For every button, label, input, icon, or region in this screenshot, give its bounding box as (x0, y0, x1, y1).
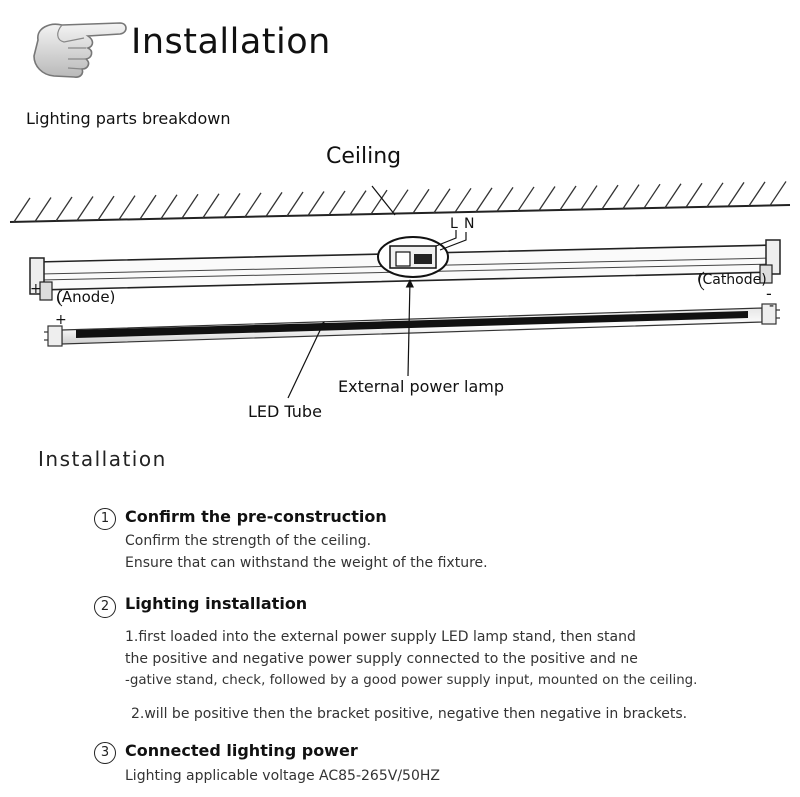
step-1-number: 1 (94, 508, 116, 530)
hatch-stroke (370, 189, 388, 215)
hatch-stroke (559, 185, 577, 211)
external-power-box (377, 236, 449, 278)
hatch-stroke (433, 188, 451, 214)
hatch-stroke (328, 190, 346, 216)
led-tube (44, 303, 780, 347)
hatch-stroke (664, 183, 682, 209)
anode-label: (Anode) (56, 288, 116, 306)
step-3-line-1: Lighting applicable voltage AC85-265V/50… (125, 768, 440, 784)
minus-tube-label: - (769, 298, 775, 314)
led-tube-label: LED Tube (248, 402, 322, 421)
l-wire (435, 230, 457, 247)
cathode-label: (Cathode) (697, 272, 767, 288)
hatch-stroke (391, 189, 409, 215)
hatch-stroke (223, 192, 241, 218)
diagram-subtitle: Lighting parts breakdown (26, 109, 231, 128)
step-2-line-1: 1.first loaded into the external power s… (125, 629, 636, 645)
ceiling-label: Ceiling (326, 144, 402, 169)
l-label: L (450, 216, 458, 232)
plus-tube-label: + (55, 312, 67, 328)
ceiling-hatching (13, 181, 787, 223)
hatch-stroke (475, 187, 493, 213)
hatch-stroke (601, 184, 619, 210)
step-1-title: Confirm the pre-construction (125, 507, 387, 526)
hatch-stroke (13, 197, 31, 223)
anode-bracket (57, 289, 63, 307)
step-2-number: 2 (94, 596, 116, 618)
power-lamp-arrow (405, 279, 415, 377)
step-2-title: Lighting installation (125, 594, 308, 613)
step-2-line-2: the positive and negative power supply c… (125, 651, 638, 667)
hatch-stroke (202, 193, 220, 219)
hatch-stroke (181, 193, 199, 219)
hatch-stroke (622, 184, 640, 210)
led-tube-arrow (287, 321, 325, 399)
cathode-bracket (699, 271, 705, 291)
hatch-stroke (412, 188, 430, 214)
hatch-stroke (265, 192, 283, 217)
n-wire (439, 232, 467, 251)
ceiling-pointer (371, 185, 396, 216)
step-3-title: Connected lighting power (125, 741, 358, 760)
hatch-stroke (769, 181, 787, 206)
hatch-stroke (685, 182, 703, 208)
installation-heading: Installation (38, 447, 167, 471)
hatch-stroke (517, 186, 535, 212)
hatch-stroke (349, 190, 367, 215)
step-3-number: 3 (94, 742, 116, 764)
hatch-stroke (244, 192, 262, 218)
hatch-stroke (727, 181, 745, 207)
hatch-stroke (748, 181, 766, 207)
step-1-line-2: Ensure that can withstand the weight of … (125, 555, 488, 571)
hatch-stroke (643, 183, 661, 209)
hatch-stroke (496, 187, 514, 212)
pointing-hand-icon (33, 22, 127, 78)
hatch-stroke (307, 191, 325, 216)
hatch-stroke (97, 195, 115, 221)
hatch-stroke (55, 196, 73, 222)
hatch-stroke (706, 182, 724, 208)
hatch-stroke (118, 195, 136, 220)
hatch-stroke (580, 185, 598, 210)
hatch-stroke (454, 187, 472, 213)
hatch-stroke (76, 196, 94, 221)
hatch-stroke (139, 194, 157, 220)
hatch-stroke (160, 194, 178, 220)
external-power-lamp-label: External power lamp (338, 377, 504, 396)
fixture-diagram (9, 181, 791, 399)
step-1-line-1: Confirm the strength of the ceiling. (125, 533, 372, 549)
step-2-line-3: -gative stand, check, followed by a good… (125, 673, 698, 688)
hatch-stroke (286, 191, 304, 217)
hatch-stroke (538, 186, 556, 211)
hatch-stroke (34, 197, 52, 222)
page-title: Installation (131, 22, 331, 62)
plus-top-label: + (30, 281, 42, 297)
n-label: N (464, 216, 475, 232)
step-2-line-4: 2.will be positive then the bracket posi… (131, 706, 688, 722)
minus-top-label: - (766, 284, 772, 303)
